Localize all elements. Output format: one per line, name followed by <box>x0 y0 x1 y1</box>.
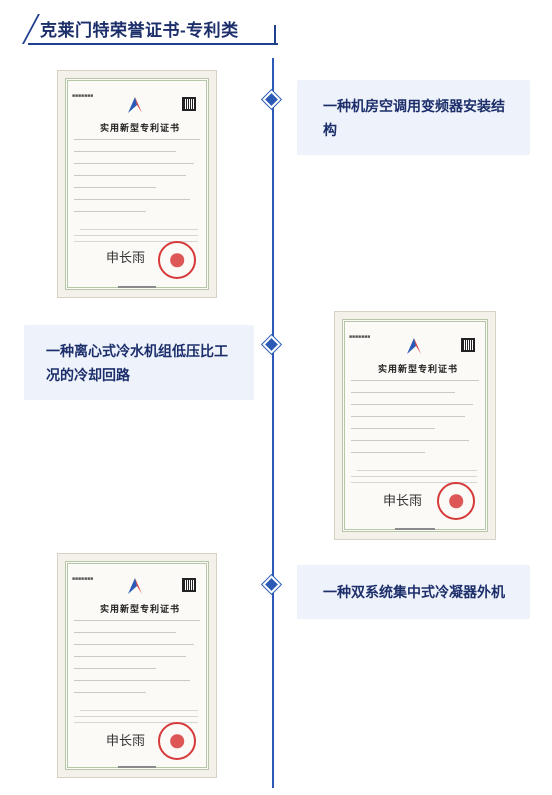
certificate-paragraph-line <box>74 235 198 236</box>
qr-code-icon <box>182 578 196 592</box>
certificate-line <box>74 692 146 693</box>
official-seal <box>437 482 475 520</box>
signature: 申长雨 <box>383 494 423 509</box>
certificate-line <box>74 644 194 645</box>
certificate-barcode <box>395 528 435 530</box>
certificate-paragraph-line <box>80 710 198 711</box>
certificate-paragraph-line <box>351 476 477 477</box>
patent-caption-card-3: 一种双系统集中式冷凝器外机 <box>297 565 530 619</box>
patent-name: 一种双系统集中式冷凝器外机 <box>323 584 505 600</box>
qr-code-icon <box>461 338 475 352</box>
certificate-line <box>74 139 200 140</box>
certificate-paragraph-line <box>351 482 477 483</box>
certificate-title: 实用新型专利证书 <box>100 123 181 133</box>
signature: 申长雨 <box>106 251 146 266</box>
header-underline <box>28 43 278 45</box>
timeline-line <box>272 58 274 788</box>
certificate-paragraph-line <box>74 722 198 723</box>
certificate-line <box>74 656 186 657</box>
certificate-line <box>351 392 455 393</box>
certificate-serial: ■■■■■■■ <box>72 93 94 99</box>
certificate-line <box>351 440 469 441</box>
certificate-line <box>74 211 146 212</box>
certificate-line <box>351 452 425 453</box>
certificate-line <box>351 380 479 381</box>
certificate-title: 实用新型专利证书 <box>100 604 181 614</box>
patent-name: 一种离心式冷水机组低压比工况的冷却回路 <box>46 343 228 383</box>
certificate-paragraph-line <box>357 470 477 471</box>
patent-certificate-1: ■■■■■■■ 实用新型专利证书 申长雨 <box>57 70 217 298</box>
official-seal <box>158 241 196 279</box>
certificate-barcode <box>118 286 156 288</box>
header-underline-cap <box>274 25 276 45</box>
patent-certificate-3: ■■■■■■■ 实用新型专利证书 申长雨 <box>57 553 217 778</box>
patent-caption-card-2: 一种离心式冷水机组低压比工况的冷却回路 <box>24 325 254 400</box>
patent-office-emblem-icon <box>128 97 142 113</box>
certificate-serial: ■■■■■■■ <box>349 334 371 340</box>
signature: 申长雨 <box>106 734 146 749</box>
patent-caption-card-1: 一种机房空调用变频器安装结构 <box>297 80 530 155</box>
patent-name: 一种机房空调用变频器安装结构 <box>323 98 505 138</box>
patent-office-emblem-icon <box>407 338 421 354</box>
certificate-line <box>74 187 156 188</box>
qr-code-icon <box>182 97 196 111</box>
certificate-line <box>74 199 190 200</box>
certificate-line <box>74 620 200 621</box>
certificate-line <box>351 428 435 429</box>
page-title: 克莱门特荣誉证书-专利类 <box>40 21 239 40</box>
timeline-node-3 <box>262 575 281 594</box>
certificate-frame <box>65 78 209 290</box>
certificate-paragraph-line <box>74 716 198 717</box>
certificate-line <box>74 175 186 176</box>
certificate-line <box>74 632 176 633</box>
official-seal <box>158 722 196 760</box>
certificate-paragraph-line <box>80 229 198 230</box>
section-header: 克莱门特荣誉证书-专利类 <box>22 12 278 45</box>
certificate-paragraph-line <box>74 241 198 242</box>
timeline-node-1 <box>262 90 281 109</box>
certificate-barcode <box>118 766 156 768</box>
certificate-serial: ■■■■■■■ <box>72 576 94 582</box>
certificate-line <box>351 404 473 405</box>
patent-certificate-2: ■■■■■■■ 实用新型专利证书 申长雨 <box>334 311 496 540</box>
certificate-line <box>74 668 156 669</box>
certificate-line <box>74 151 176 152</box>
certificate-title: 实用新型专利证书 <box>378 364 459 374</box>
patent-office-emblem-icon <box>128 578 142 594</box>
certificate-line <box>74 680 190 681</box>
timeline-node-2 <box>262 335 281 354</box>
certificate-line <box>351 416 465 417</box>
certificate-line <box>74 163 194 164</box>
